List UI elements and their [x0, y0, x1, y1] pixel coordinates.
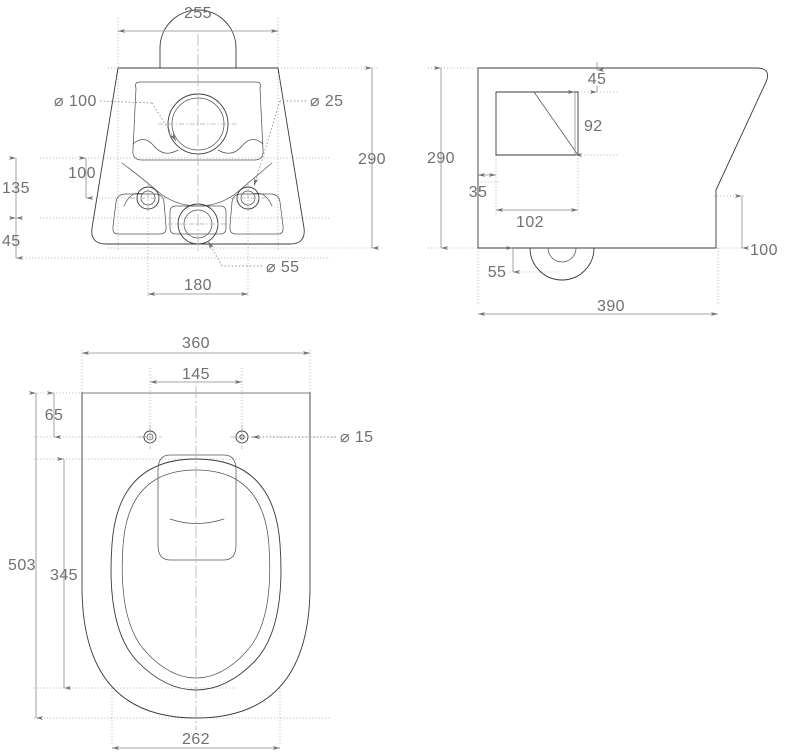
dim-front-width-255: 255: [118, 5, 278, 33]
dim-label-side-102: 102: [516, 214, 544, 231]
side-outlet-boss-inner: [547, 247, 577, 263]
plan-bolt-hole-right: [230, 425, 254, 449]
side-recess-diagonal: [533, 91, 579, 156]
dim-label-front-100: 100: [68, 165, 96, 182]
dim-side-102: 102: [496, 208, 578, 231]
dim-side-290: 290: [427, 66, 455, 250]
leader-front-dia-100: ⌀ 100: [54, 93, 177, 142]
dim-label-side-390: 390: [597, 298, 625, 315]
dim-front-180: 180: [148, 277, 248, 296]
dim-label-front-290: 290: [358, 151, 386, 168]
dim-side-100: 100: [734, 194, 778, 259]
front-left-boss-pocket: [112, 193, 167, 235]
plan-extension-lines: [34, 350, 336, 746]
side-outlet-boss-outer: [529, 247, 595, 281]
leader-front-dia-25: ⌀ 25: [253, 93, 343, 187]
dim-side-390: 390: [478, 298, 718, 316]
front-inner-contour-left: [132, 139, 179, 154]
dim-plan-65: 65: [45, 391, 64, 439]
front-upper-panel: [132, 81, 264, 161]
plan-flush-channel-lip: [169, 518, 225, 524]
dim-label-plan-dia15: ⌀ 15: [340, 429, 373, 446]
dim-plan-503: 503: [8, 391, 44, 720]
dim-label-front-dia25: ⌀ 25: [310, 93, 343, 110]
dim-plan-345: 345: [50, 457, 78, 690]
front-inner-contour-right: [217, 139, 264, 154]
side-recess-rect: [495, 91, 579, 156]
dim-front-135: 135: [2, 156, 30, 220]
dim-label-side-290: 290: [427, 150, 455, 167]
dim-side-45: 45: [588, 62, 607, 94]
front-right-boss-pocket: [229, 193, 284, 235]
leader-front-dia-55: ⌀ 55: [207, 240, 299, 276]
dim-plan-145: 145: [150, 366, 242, 384]
dim-label-front-135: 135: [2, 180, 30, 197]
front-left-boss-lobe: [123, 192, 144, 207]
dim-label-plan-65: 65: [45, 407, 64, 424]
dim-label-front-180: 180: [184, 277, 212, 294]
dim-plan-262: 262: [112, 731, 280, 750]
view-plan: 360 145 65 503 345: [8, 335, 373, 750]
front-right-boss-lobe: [252, 192, 273, 207]
view-front: 255 290 135 45 100: [2, 5, 386, 296]
dim-front-100: 100: [68, 156, 140, 200]
front-inner-contour-lower: [121, 162, 273, 207]
view-side: 45 92 290 35 102: [427, 62, 778, 316]
dim-front-height-290: 290: [358, 66, 386, 250]
leader-plan-dia-15: ⌀ 15: [252, 429, 373, 446]
dim-side-55: 55: [488, 246, 521, 281]
dim-label-front-dia100: ⌀ 100: [54, 93, 97, 110]
dim-label-side-45: 45: [588, 71, 607, 88]
dim-side-92: 92: [567, 90, 603, 157]
front-body-outline: [91, 67, 305, 245]
side-body-outline: [477, 67, 769, 249]
dim-label-plan-262: 262: [182, 731, 210, 748]
dim-label-side-100: 100: [750, 242, 778, 259]
dim-label-plan-360: 360: [182, 335, 210, 352]
plan-bolt-hole-left: [138, 425, 162, 449]
dim-label-side-55: 55: [488, 264, 507, 281]
dim-side-35: 35: [469, 173, 496, 201]
dim-front-45: 45: [2, 216, 330, 260]
dim-label-plan-345: 345: [50, 567, 78, 584]
front-center-pocket: [169, 205, 227, 235]
front-extension-lines: [40, 18, 378, 296]
dim-label-side-35: 35: [469, 184, 488, 201]
dim-label-side-92: 92: [584, 118, 603, 135]
dim-plan-360: 360: [82, 335, 310, 355]
dim-label-plan-503: 503: [8, 557, 36, 574]
dim-label-front-255: 255: [184, 5, 212, 22]
front-dome: [159, 9, 237, 69]
dim-label-front-dia55: ⌀ 55: [266, 259, 299, 276]
plan-flush-channel: [157, 454, 237, 561]
dim-label-plan-145: 145: [182, 366, 210, 383]
dim-label-front-45: 45: [2, 233, 21, 250]
